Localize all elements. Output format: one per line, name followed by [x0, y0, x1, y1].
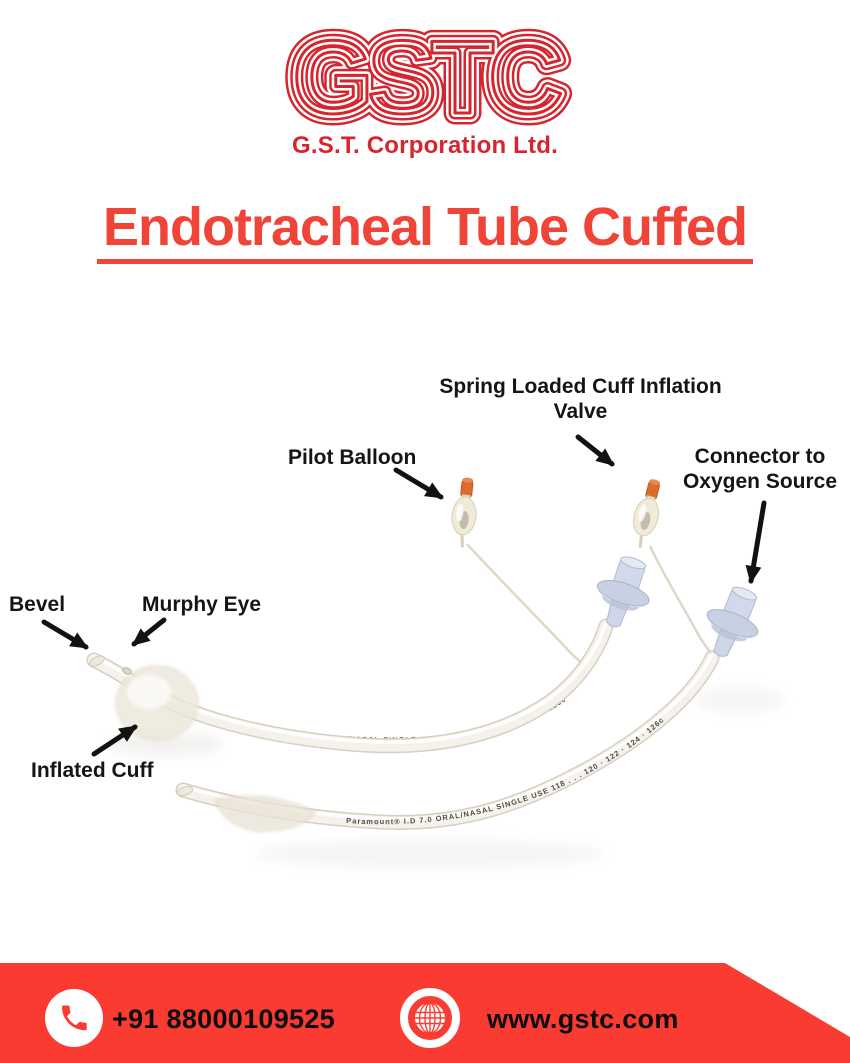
label-pilot-balloon: Pilot Balloon	[288, 446, 417, 469]
deflated-cuff	[214, 795, 317, 832]
label-connector: Connector to Oxygen Source	[680, 444, 840, 494]
inflated-cuff-arrow	[91, 724, 138, 757]
label-inflated-cuff: Inflated Cuff	[31, 759, 154, 782]
company-name: G.S.T. Corporation Ltd.	[292, 132, 558, 159]
footer-website: www.gstc.com	[487, 1004, 679, 1034]
callout-arrows	[41, 434, 767, 757]
tube-print-1: Paramount® I.D 7.0 ORAL/NASAL SINGLE USE…	[0, 0, 567, 744]
page-title: Endotracheal Tube Cuffed	[96, 199, 754, 264]
label-bevel: Bevel	[9, 593, 66, 616]
label-connector-line2: Oxygen Source	[682, 470, 838, 494]
logo-mark-stripe-2: GSTC	[293, 20, 562, 136]
label-spring-valve-line1: Spring Loaded Cuff Inflation	[439, 375, 722, 398]
footer-phone-number: +91 88000109525	[112, 1004, 335, 1034]
label-spring-valve: Spring Loaded Cuff Inflation Valve	[428, 374, 733, 424]
bevel-tip	[89, 655, 105, 667]
pilot-balloon-arrow	[393, 467, 444, 500]
tube-2-bevel-tip	[176, 785, 194, 797]
pilot-balloon-2	[625, 475, 669, 551]
pilot-balloon-1	[447, 474, 482, 549]
murphy-eye-hole	[122, 667, 132, 675]
connector-2	[693, 578, 772, 667]
pilot-line-2	[648, 545, 716, 659]
bevel-arrow	[41, 619, 89, 650]
label-murphy-eye: Murphy Eye	[142, 593, 262, 616]
connector-arrow	[745, 500, 767, 584]
murphy-eye-arrow	[131, 617, 167, 647]
phone-icon	[45, 989, 103, 1047]
connector-1	[586, 549, 661, 636]
label-spring-valve-line2: Valve	[553, 400, 608, 424]
gstc-logo: GSTC GSTC GSTC GSTC GSTC	[281, 10, 578, 138]
logo-mark-stripe-1: GSTC	[293, 20, 562, 136]
globe-icon	[400, 988, 460, 1048]
footer-band: +91 88000109525 www.gstc.com	[0, 963, 850, 1063]
title-wrap: Endotracheal Tube Cuffed	[0, 199, 850, 264]
pilot-line-1	[466, 543, 590, 670]
label-connector-line1: Connector to	[694, 445, 826, 468]
svg-text:Paramount® I.D 7.0 ORAL/NASAL: Paramount® I.D 7.0 ORAL/NASAL SINGLE USE…	[0, 0, 568, 744]
logo-mark-stripe-3: GSTC	[293, 20, 562, 136]
valve-arrow	[575, 434, 615, 467]
inflated-cuff-shape	[115, 665, 199, 741]
logo-mark-stripe-4: GSTC	[293, 20, 562, 136]
logo-mark-stripe-5: GSTC	[293, 20, 562, 136]
